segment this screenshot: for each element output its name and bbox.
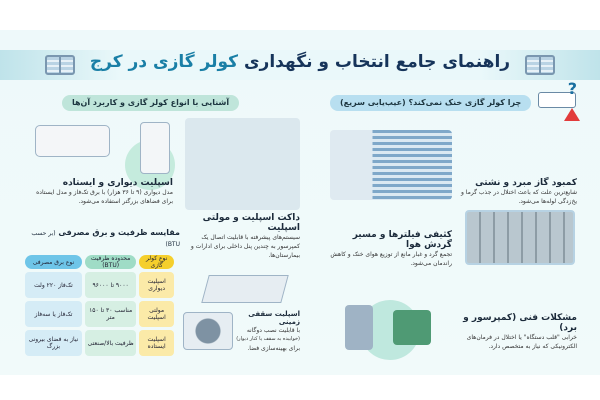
table-row: اسپلیت دیواری ۹۰۰۰ تا ۹۶۰۰۰ تک‌فاز ۲۲۰ و… [25,272,174,298]
dirty-filter-illustration [465,210,575,265]
cassette-unit-image [201,275,289,303]
wall-text: مدل دیواری (۹ تا ۳۶ هزار) با برق تک‌فاز … [36,189,173,205]
duct-title: داکت اسپلیت و مولتی اسپلیت [202,213,300,233]
title-main: راهنمای جامع انتخاب و نگهداری [243,52,511,72]
ceiling-floor-unit-image [183,312,233,350]
ceiling-note: (خوابیده به سقف یا کنار دیوار) [236,336,300,342]
title-accent: کولر گازی در کرج [89,52,239,72]
circuit-board-icon [393,310,431,345]
duct-info: داکت اسپلیت و مولتی اسپلیت سیستم‌های پیش… [185,213,300,260]
table-cell: مناسب ۳۰ تا ۱۵۰ متر [84,301,137,327]
header-cell: نوع برق مصرفی [25,255,82,269]
header-cell: محدوده ظرفیت (BTU) [84,255,137,269]
refrigerant-leak-illustration [330,130,452,200]
item-text: تجمع گرد و غبار مانع از توزیع هوای خنک و… [330,251,452,267]
ceiling-title: اسپلیت سقفی زمینی [248,310,300,326]
infographic: راهنمای جامع انتخاب و نگهداری کولر گازی … [0,30,600,375]
table-cell: تک‌فاز ۲۲۰ ولت [25,272,82,298]
item-text: خرابی "قلب دستگاه" یا اختلال در فرمان‌ها… [466,334,577,350]
table-row: اسپلیت ایستاده ظرفیت بالا/صنعتی نیاز به … [25,330,174,356]
table-cell: ظرفیت بالا/صنعتی [84,330,137,356]
wall-split-image [35,125,110,157]
header-cell: نوع کولر گازی [139,255,174,269]
table-row: مولتی اسپلیت مناسب ۳۰ تا ۱۵۰ متر تک‌فاز … [25,301,174,327]
ceiling-text2: برای بهینه‌سازی فضا. [247,345,300,352]
floor-standing-image [140,122,170,174]
comparison-title-text: مقایسه ظرفیت و برق مصرفی [58,228,180,237]
table-cell: اسپلیت ایستاده [139,330,174,356]
item-title: مشکلات فنی (کمپرسور و برد) [463,313,577,333]
compressor-icon [345,305,373,350]
troubleshoot-item: کمبود گاز مبرد و نشتی شایع‌ترین علت که ب… [455,178,577,206]
item-title: کثیفی فیلترها و مسیر گردش هوا [352,230,452,250]
ac-question-icon: ? [538,79,577,108]
duct-system-image [185,118,300,210]
item-title: کمبود گاز مبرد و نشتی [475,178,577,188]
troubleshoot-item: مشکلات فنی (کمپرسور و برد) خرابی "قلب دس… [455,313,577,351]
troubleshoot-heading: چرا کولر گازی خنک نمی‌کند؟ (عیب‌یابی سری… [330,95,532,111]
table-cell: نیاز به فضای بیرونی بزرگ [25,330,82,356]
wall-standing-info: اسپلیت دیواری و ایستاده مدل دیواری (۹ تا… [28,178,173,206]
table-header-row: نوع کولر گازی محدوده ظرفیت (BTU) نوع برق… [25,255,174,269]
page-title: راهنمای جامع انتخاب و نگهداری کولر گازی … [70,52,530,72]
duct-text: سیستم‌های پیشرفته با قابلیت اتصال یک کمپ… [190,234,300,259]
comparison-title-note: (بر حسب BTU) [31,230,180,248]
comparison-table: نوع کولر گازی محدوده ظرفیت (BTU) نوع برق… [22,252,177,359]
types-heading: آشنایی با انواع کولر گازی و کاربرد آن‌ها [62,95,240,111]
item-text: شایع‌ترین علت که باعث اختلال در جذب گرما… [460,189,577,205]
title-banner [0,50,600,80]
ceiling-info: اسپلیت سقفی زمینی با قابلیت نصب دوگانه (… [236,310,300,353]
ac-unit-icon [45,55,75,75]
warning-icon [564,108,580,121]
table-cell: ۹۰۰۰ تا ۹۶۰۰۰ [84,272,137,298]
ceiling-text: با قابلیت نصب دوگانه [246,327,300,334]
comparison-title: مقایسه ظرفیت و برق مصرفی (بر حسب BTU) [20,228,180,250]
ac-unit-icon [525,55,555,75]
table-cell: مولتی اسپلیت [139,301,174,327]
table-cell: اسپلیت دیواری [139,272,174,298]
table-cell: تک‌فاز یا سه‌فاز [25,301,82,327]
wall-title: اسپلیت دیواری و ایستاده [62,178,173,188]
troubleshoot-item: کثیفی فیلترها و مسیر گردش هوا تجمع گرد و… [330,230,452,268]
